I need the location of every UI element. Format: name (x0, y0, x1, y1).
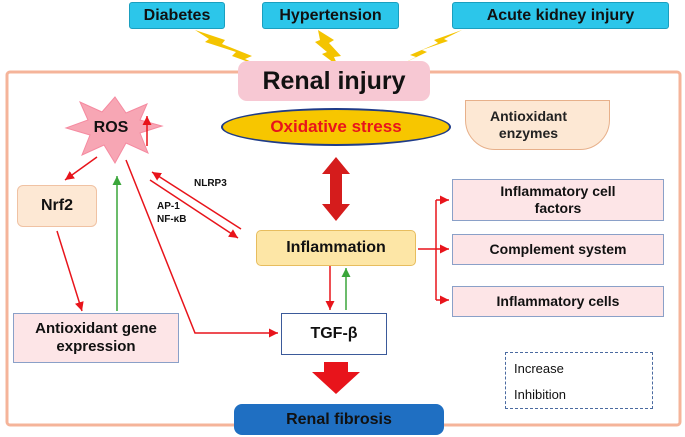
inflammatory-cell-factors-line2: factors (534, 200, 582, 216)
big-down-arrow-shape (312, 362, 360, 394)
oxidative-stress-ellipse: Oxidative stress (221, 108, 451, 146)
antioxidant-gene-expression-box: Antioxidant gene expression (13, 313, 179, 363)
legend: Increase Inhibition (505, 352, 653, 409)
cause-diabetes: Diabetes (129, 2, 225, 29)
cause-hypertension: Hypertension (262, 2, 399, 29)
arrow-ros-to-inflammation (149, 179, 239, 239)
inflammatory-cell-factors-box: Inflammatory cell factors (452, 179, 664, 221)
lightning-bolt-icon (315, 30, 341, 66)
arrow-inflammation-to-ros (151, 171, 242, 230)
antioxidant-enzymes-line1: Antioxidant (490, 108, 567, 125)
inflammatory-cells-box: Inflammatory cells (452, 286, 664, 317)
nrf2-box: Nrf2 (17, 185, 97, 227)
arrow-ros-to-tgf (125, 159, 278, 338)
renal-injury-title: Renal injury (238, 61, 430, 101)
arrow-ros-to-nrf2 (64, 156, 98, 181)
legend-inhibition-label: Inhibition (514, 387, 567, 402)
lightning-bolt-icon (195, 30, 265, 68)
antioxidant-gene-line1: Antioxidant gene (35, 320, 157, 337)
ros-starburst-shape (64, 96, 164, 164)
legend-increase-label: Increase (514, 361, 564, 376)
renal-fibrosis-box: Renal fibrosis (234, 404, 444, 435)
nfkb-label: NF-κB (157, 214, 187, 225)
ap1-label: AP-1 (157, 201, 180, 212)
inflammatory-cell-factors-line1: Inflammatory cell (500, 183, 616, 200)
antioxidant-enzymes-line2: enzymes (498, 125, 559, 141)
double-arrow-shape (322, 157, 350, 221)
inflammation-box: Inflammation (256, 230, 416, 266)
complement-system-box: Complement system (452, 234, 664, 265)
antioxidant-gene-line2: expression (56, 338, 136, 355)
nlrp3-label: NLRP3 (194, 178, 227, 189)
antioxidant-enzymes-box: Antioxidant enzymes (465, 100, 610, 150)
tgf-beta-box: TGF-β (281, 313, 387, 355)
cause-acute-kidney-injury: Acute kidney injury (452, 2, 669, 29)
arrow-nrf2-to-gene (56, 230, 84, 312)
ros-label: ROS (93, 119, 129, 137)
